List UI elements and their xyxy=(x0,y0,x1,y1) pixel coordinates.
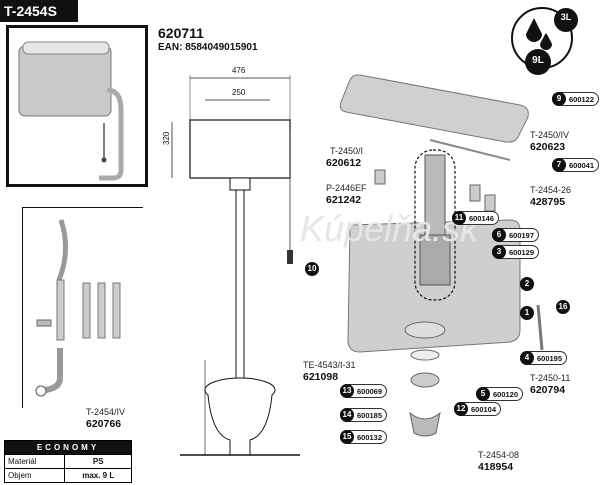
model-title: T-2454S xyxy=(0,0,78,22)
part-code-620612: 620612 xyxy=(326,157,362,169)
spec-value: PS xyxy=(64,454,132,469)
flush-volume-badge: 3L 9L xyxy=(506,4,596,76)
part-ref-t2450-iv: T-2450/IV xyxy=(530,130,570,140)
badge-9l: 9L xyxy=(532,55,544,66)
table-row: Materiál PS xyxy=(3,454,132,469)
marker-10: 10 xyxy=(305,262,319,276)
part-ref-t2454-26: T-2454-26 xyxy=(530,185,572,195)
part-code-428795: 428795 xyxy=(530,196,566,208)
pipe-kit-illustration xyxy=(35,219,121,397)
marker-1: 1 xyxy=(520,306,534,320)
pipe-kit-frame xyxy=(22,207,143,408)
dim-inner: 250 xyxy=(232,88,246,97)
part-ref-t2454-08: T-2454-08 xyxy=(478,450,520,460)
part-code-418954: 418954 xyxy=(478,461,514,473)
part-code-621242: 621242 xyxy=(326,194,362,206)
part-ref-t2450-i: T-2450/I xyxy=(330,146,364,156)
pipe-kit-ref: T-2454/IV xyxy=(86,407,126,417)
spec-label: Objem xyxy=(3,468,66,483)
cistern-photo-illustration xyxy=(18,41,124,181)
product-photo-frame xyxy=(6,25,148,187)
marker-16: 16 xyxy=(556,300,570,314)
badge-3l: 3L xyxy=(560,12,572,22)
ean-code: EAN: 8584049015901 xyxy=(158,42,258,53)
part-code-620794: 620794 xyxy=(530,384,566,396)
part-code-620623: 620623 xyxy=(530,141,566,153)
exploded-cistern-illustration xyxy=(339,74,544,437)
installation-drawing xyxy=(171,75,300,456)
spec-label: Materiál xyxy=(3,454,66,469)
spec-value: max. 9 L xyxy=(64,468,132,483)
watermark-text: Kúpelňa.sk xyxy=(300,208,479,249)
pipe-kit-code: 620766 xyxy=(86,418,122,430)
dim-height: 320 xyxy=(162,131,171,145)
spec-title: ECONOMY xyxy=(4,440,132,455)
marker-2: 2 xyxy=(520,277,534,291)
part-ref-t2450-11: T-2450-11 xyxy=(530,373,571,383)
product-code: 620711 xyxy=(158,25,204,41)
part-code-621098: 621098 xyxy=(303,371,339,383)
part-ref-p2446ef: P-2446EF xyxy=(326,183,367,193)
part-ref-te4543: TE-4543/I-31 xyxy=(303,360,356,370)
dim-width: 476 xyxy=(232,66,246,75)
table-row: Objem max. 9 L xyxy=(3,468,132,483)
spec-table: ECONOMY Materiál PS Objem max. 9 L xyxy=(3,440,132,483)
